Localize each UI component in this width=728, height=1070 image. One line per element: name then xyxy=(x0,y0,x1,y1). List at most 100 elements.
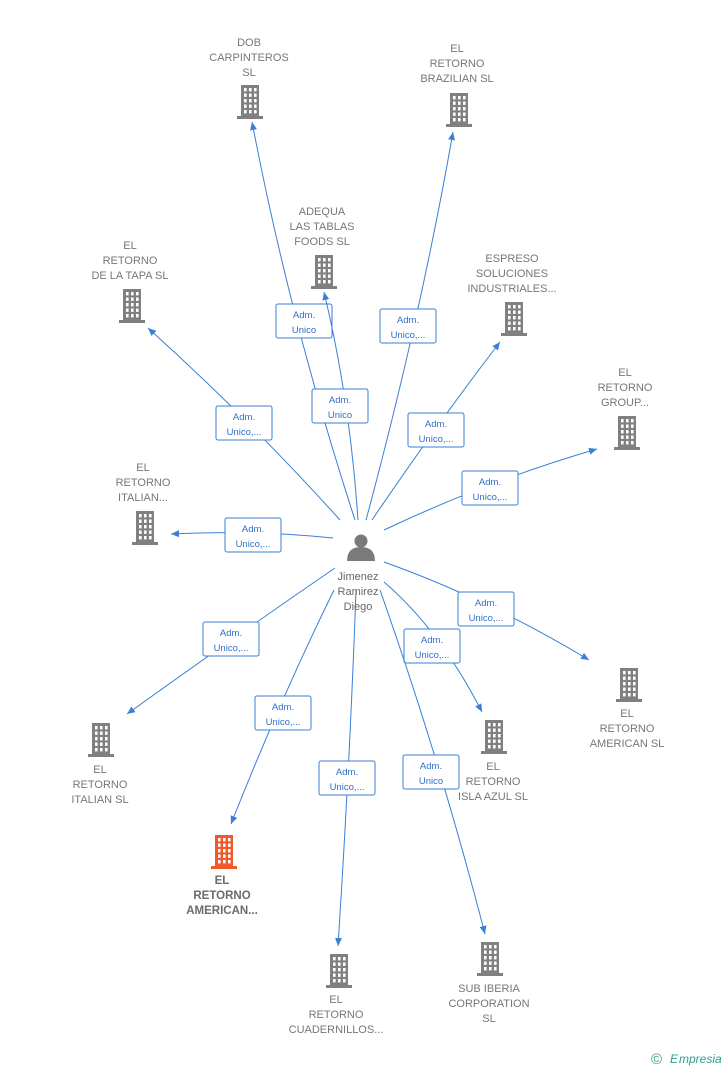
company-label-line-3: ITALIAN... xyxy=(118,492,168,504)
building-icon xyxy=(616,668,642,702)
company-label-line-3: INDUSTRIALES... xyxy=(467,283,556,295)
edge-group[interactable]: Adm. Unico,... xyxy=(383,447,598,531)
edge-label-box[interactable] xyxy=(318,760,376,796)
building-icon xyxy=(326,954,352,988)
company-label-line-2: RETORNO xyxy=(430,58,485,70)
company-label-line-3: CUADERNILLOS... xyxy=(289,1024,384,1036)
company-label-line-1: EL xyxy=(329,994,342,1006)
company-label-line-2: CORPORATION xyxy=(448,998,529,1010)
edge-label-box[interactable] xyxy=(403,628,461,664)
building-icon xyxy=(501,302,527,336)
company-label-line-1: EL xyxy=(136,462,149,474)
edge-label-box[interactable] xyxy=(311,388,369,424)
company-label-line-3: ISLA AZUL SL xyxy=(458,791,528,803)
company-label-line-2: RETORNO xyxy=(116,477,171,489)
edge-label-line-1: Adm. xyxy=(329,395,351,406)
company-label-line-2: SOLUCIONES xyxy=(476,268,548,280)
edge-label-line-1: Adm. xyxy=(479,477,501,488)
company-el-retorno-group[interactable]: EL RETORNO GROUP... xyxy=(598,367,653,450)
edge-label-line-1: Adm. xyxy=(421,635,443,646)
edge-cuadernillos[interactable]: Adm.Unico,... xyxy=(318,589,376,947)
company-el-retorno-cuadernillos[interactable]: EL RETORNO CUADERNILLOS... xyxy=(289,954,384,1036)
edge-label-line-1: Adm. xyxy=(233,412,255,423)
edge-isla_azul[interactable]: Adm.Unico,... xyxy=(383,581,483,713)
building-icon xyxy=(88,723,114,757)
building-icon xyxy=(237,85,263,119)
company-label-line-2: RETORNO xyxy=(598,382,653,394)
company-label-line-2: RETORNO xyxy=(309,1009,364,1021)
building-icon xyxy=(446,93,472,127)
company-label-line-3: AMERICAN... xyxy=(186,905,258,917)
person-icon xyxy=(347,534,375,561)
company-label-line-3: GROUP... xyxy=(601,397,649,409)
company-label-line-1: EL xyxy=(93,764,106,776)
company-label-line-3: DE LA TAPA SL xyxy=(91,270,168,282)
company-label-line-3: FOODS SL xyxy=(294,236,350,248)
edge-label-box[interactable] xyxy=(224,517,282,553)
edge-italian_top[interactable]: Adm.Unico,... xyxy=(170,517,334,553)
edge-american_sl[interactable]: Adm.Unico,... xyxy=(383,561,590,661)
edge-label-line-2: Unico,... xyxy=(236,539,271,550)
company-el-retorno-american-highlighted[interactable]: ELRETORNOAMERICAN... xyxy=(186,835,258,917)
edge-label-line-2: Unico xyxy=(328,410,352,421)
edge-espreso[interactable]: Adm.Unico,... xyxy=(371,341,501,521)
footer-logo[interactable]: © E mpresia xyxy=(651,1051,722,1068)
company-label-line-2: CARPINTEROS xyxy=(209,52,288,64)
person-label-line-3: Diego xyxy=(344,601,373,613)
company-label-line-3: ITALIAN SL xyxy=(71,794,128,806)
company-label-line-1: EL xyxy=(215,875,230,887)
edge-label-line-1: Adm. xyxy=(336,767,358,778)
company-el-retorno-italian-abbrev[interactable]: EL RETORNO ITALIAN... xyxy=(116,462,171,545)
edge-label-line-2: Unico,... xyxy=(391,330,426,341)
company-label-line-1: DOB xyxy=(237,37,261,49)
edge-label-box[interactable] xyxy=(407,412,465,448)
edge-label-box[interactable] xyxy=(457,591,515,627)
edge-label-box[interactable] xyxy=(461,470,519,506)
edge-sub_iberia[interactable]: Adm.Unico xyxy=(379,589,487,935)
person-label-line-2: Ramirez xyxy=(338,586,379,598)
edge-dob[interactable]: Adm. Unico xyxy=(250,121,356,521)
company-label-line-2: RETORNO xyxy=(103,255,158,267)
edge-label-line-2: Unico,... xyxy=(473,492,508,503)
edge-label-line-2: Unico xyxy=(292,325,316,336)
company-label-line-1: EL xyxy=(486,761,499,773)
edge-label-line-1: Adm. xyxy=(397,315,419,326)
building-icon xyxy=(311,255,337,289)
edge-american_hl[interactable]: Adm.Unico,... xyxy=(230,589,335,825)
edge-label-box[interactable] xyxy=(275,303,333,339)
building-icon xyxy=(481,720,507,754)
edge-tapa[interactable]: Adm.Unico,... xyxy=(147,327,341,521)
edge-label-box[interactable] xyxy=(254,695,312,731)
copyright-symbol: © xyxy=(651,1051,662,1068)
edge-label-line-1: Adm. xyxy=(220,628,242,639)
edges-layer: Adm.UnicoAdm.Unico,...Adm.UnicoAdm.Unico… xyxy=(126,121,598,947)
edge-adequa[interactable]: Adm. Unico xyxy=(311,291,369,521)
edge-label-box[interactable] xyxy=(379,308,437,344)
edge-label-line-1: Adm. xyxy=(293,310,315,321)
edge-label-box[interactable] xyxy=(402,754,460,790)
edge-brazilian[interactable]: Adm. Unico,... xyxy=(365,131,456,521)
edge-label-line-2: Unico,... xyxy=(266,717,301,728)
building-icon xyxy=(119,289,145,323)
company-label-line-1: EL xyxy=(618,367,631,379)
edge-label-box[interactable] xyxy=(202,621,260,657)
company-label-line-3: SL xyxy=(482,1013,495,1025)
edge-label-line-2: Unico,... xyxy=(214,643,249,654)
building-icon xyxy=(211,835,237,869)
company-label-line-3: AMERICAN SL xyxy=(590,738,665,750)
company-espreso-soluciones[interactable]: ESPRESOSOLUCIONESINDUSTRIALES... xyxy=(467,253,557,336)
building-icon xyxy=(477,942,503,976)
edge-label-box[interactable] xyxy=(215,405,273,441)
edge-label-line-1: Adm. xyxy=(425,419,447,430)
edge-italian_sl[interactable]: Adm. Unico,... xyxy=(126,567,336,715)
